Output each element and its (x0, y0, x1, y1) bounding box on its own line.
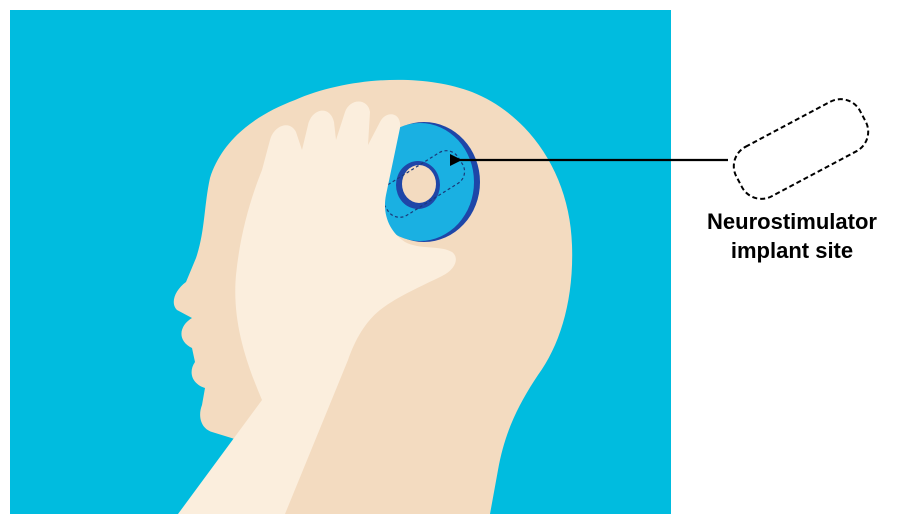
implant-site-label-line2: implant site (692, 236, 892, 265)
implant-site-label-line1: Neurostimulator (692, 207, 892, 236)
neurostimulator-device-outline-icon (726, 91, 876, 206)
implant-hole (402, 165, 436, 203)
implant-site-label: Neurostimulator implant site (692, 207, 892, 265)
